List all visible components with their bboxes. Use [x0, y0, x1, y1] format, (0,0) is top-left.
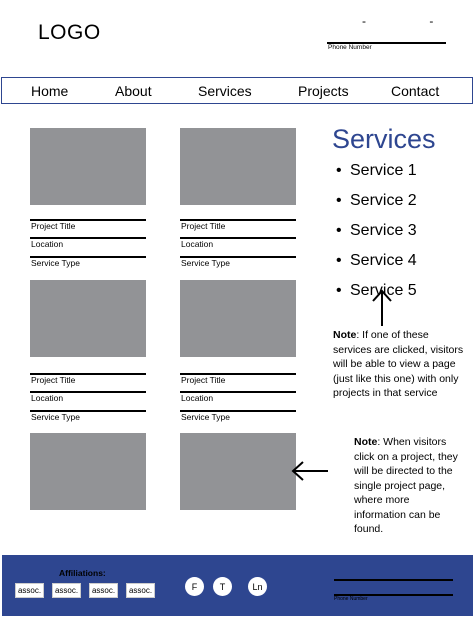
field-divider: [30, 410, 146, 412]
logo[interactable]: LOGO: [38, 21, 101, 44]
affiliation-badge[interactable]: assoc.: [89, 583, 118, 598]
services-note: Note: If one of these services are click…: [333, 329, 464, 399]
phone-number-placeholder: - -: [362, 14, 464, 28]
nav-about[interactable]: About: [115, 83, 152, 99]
nav-home[interactable]: Home: [31, 83, 69, 99]
arrow-left-icon: [291, 461, 328, 481]
main-nav: Home About Services Projects Contact: [1, 77, 473, 104]
service-list: •Service 1 •Service 2 •Service 3 •Servic…: [336, 162, 417, 312]
field-divider: [180, 410, 296, 412]
field-divider: [180, 237, 296, 239]
project-location: Location: [181, 239, 214, 249]
services-heading: Services: [332, 124, 436, 154]
project-service-type: Service Type: [31, 412, 80, 422]
project-title[interactable]: Project Title: [31, 221, 76, 231]
project-title[interactable]: Project Title: [181, 375, 226, 385]
footer-phone-label: Phone Number: [334, 596, 368, 602]
field-divider: [180, 256, 296, 258]
service-item-4[interactable]: •Service 4: [336, 252, 417, 269]
service-item-1[interactable]: •Service 1: [336, 162, 417, 179]
projects-note: Note: When visitors click on a project, …: [354, 436, 458, 535]
project-thumbnail[interactable]: [180, 128, 296, 205]
nav-services[interactable]: Services: [198, 83, 252, 99]
project-location: Location: [31, 239, 64, 249]
project-service-type: Service Type: [181, 412, 230, 422]
project-thumbnail[interactable]: [30, 128, 146, 205]
field-divider: [180, 391, 296, 393]
footer-divider: [334, 594, 453, 596]
service-item-5[interactable]: •Service 5: [336, 282, 417, 299]
facebook-icon[interactable]: F: [185, 577, 204, 596]
field-divider: [180, 219, 296, 221]
nav-contact[interactable]: Contact: [391, 83, 440, 99]
affiliations-label: Affiliations:: [59, 568, 106, 578]
phone-label: Phone Number: [328, 44, 372, 51]
nav-projects[interactable]: Projects: [298, 83, 349, 99]
linkedin-icon[interactable]: Ln: [248, 577, 267, 596]
phone-underline: [327, 42, 446, 44]
field-divider: [30, 237, 146, 239]
project-title[interactable]: Project Title: [181, 221, 226, 231]
project-location: Location: [31, 393, 64, 403]
project-thumbnail[interactable]: [30, 433, 146, 510]
project-service-type: Service Type: [31, 258, 80, 268]
project-thumbnail[interactable]: [180, 433, 296, 510]
field-divider: [180, 373, 296, 375]
project-service-type: Service Type: [181, 258, 230, 268]
service-item-2[interactable]: •Service 2: [336, 192, 417, 209]
field-divider: [30, 219, 146, 221]
affiliation-badge[interactable]: assoc.: [126, 583, 155, 598]
service-item-3[interactable]: •Service 3: [336, 222, 417, 239]
field-divider: [30, 373, 146, 375]
twitter-icon[interactable]: T: [213, 577, 232, 596]
project-thumbnail[interactable]: [30, 280, 146, 357]
project-title[interactable]: Project Title: [31, 375, 76, 385]
project-thumbnail[interactable]: [180, 280, 296, 357]
affiliation-badge[interactable]: assoc.: [15, 583, 44, 598]
arrow-up-icon: [372, 289, 392, 326]
project-location: Location: [181, 393, 214, 403]
field-divider: [30, 391, 146, 393]
footer-divider: [334, 579, 453, 581]
field-divider: [30, 256, 146, 258]
affiliation-badge[interactable]: assoc.: [52, 583, 81, 598]
